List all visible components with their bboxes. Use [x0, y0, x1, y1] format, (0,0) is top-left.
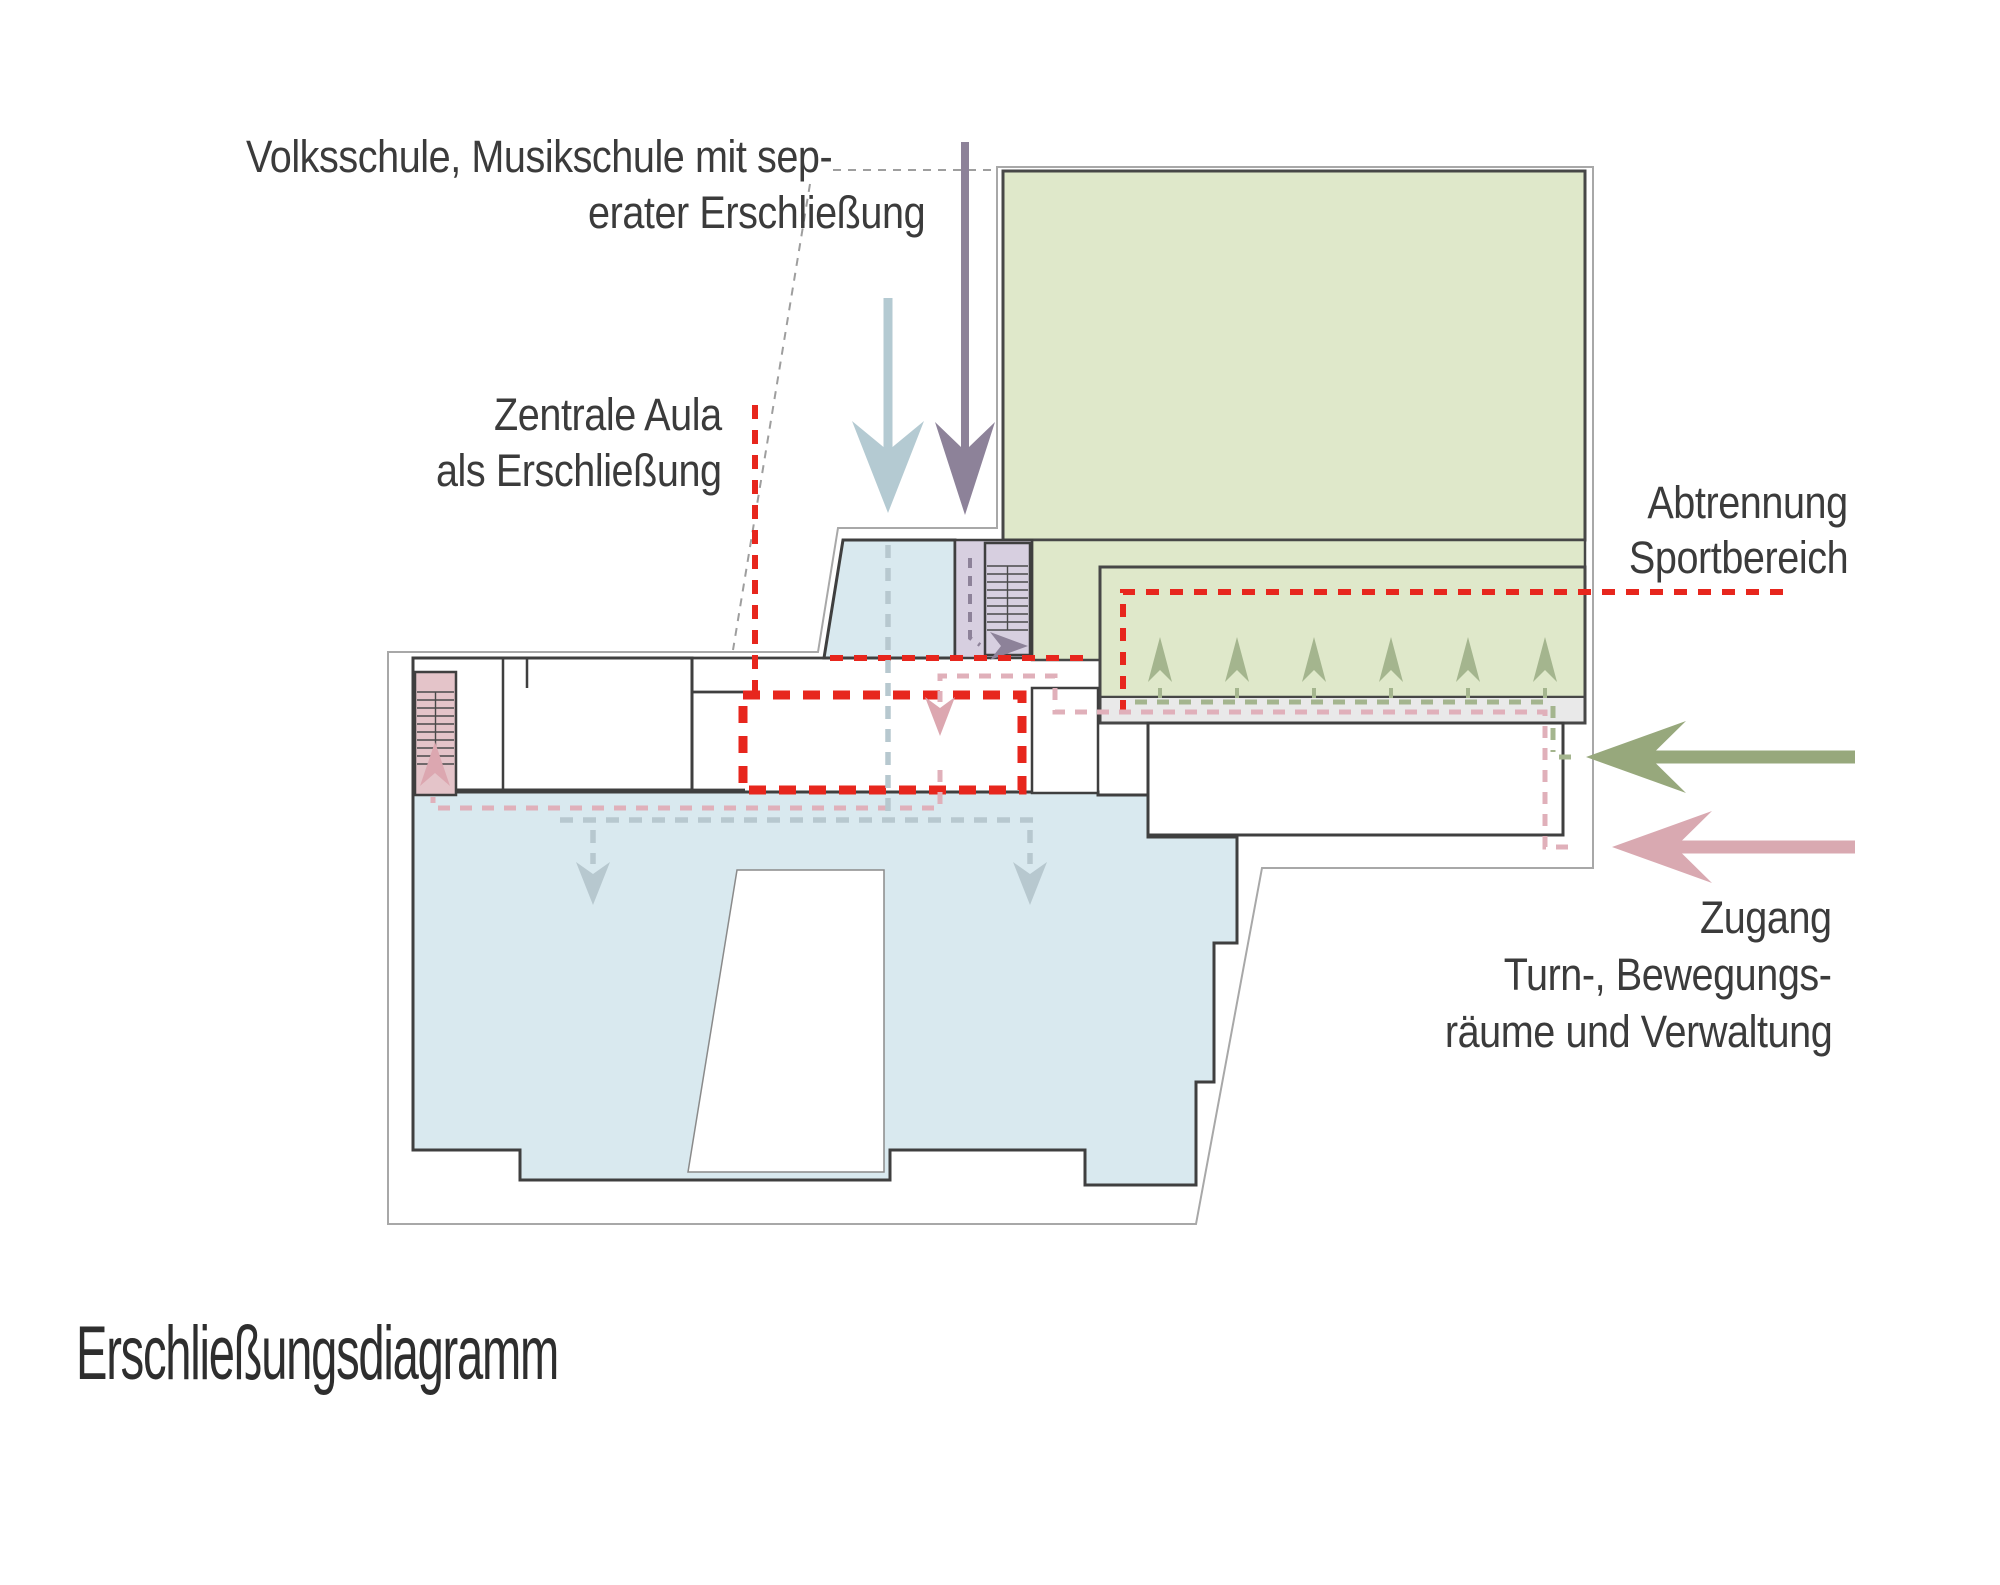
pink-arrow-down-icon — [925, 697, 955, 736]
label-aula-line2: als Erschließung — [436, 445, 722, 496]
diagram-title: Erschließungsdiagramm — [76, 1311, 559, 1396]
stair-arrow-up-icon — [420, 742, 450, 786]
route-pink — [430, 673, 1568, 850]
sage-route-corridor — [1135, 699, 1578, 760]
sage-arrow-up-icon — [1225, 637, 1249, 682]
label-volksschule-line2: erater Erschließung — [587, 187, 926, 238]
hall-walls — [690, 656, 825, 792]
left-rooms-walls — [501, 658, 529, 790]
purple-route-entry — [968, 558, 982, 647]
entrance-arrow-green-left — [1586, 721, 1855, 793]
label-zugang-line1: Zugang — [1700, 892, 1832, 943]
sage-arrow-up-icon — [1533, 637, 1557, 682]
sage-arrow-up-icon — [1456, 637, 1480, 682]
green-main-block — [1001, 169, 1587, 542]
label-volksschule-line1: Volksschule, Musikschule mit sep- — [245, 131, 833, 182]
sage-arrow-up-icon — [1379, 637, 1403, 682]
route-bluegray — [560, 545, 1047, 905]
route-sage — [1135, 637, 1578, 760]
stairwell-pink — [413, 670, 458, 797]
label-zugang-line2: Turn-, Bewegungs- — [1504, 949, 1832, 1000]
pink-route-corridor — [937, 673, 1568, 850]
entrance-arrows — [852, 142, 1855, 883]
sage-arrow-up-icon — [1302, 637, 1326, 682]
entrance-arrow-purple-down — [935, 142, 995, 515]
label-abtrennung-line2: Sportbereich — [1628, 532, 1849, 583]
stair-arrow-right-icon — [990, 632, 1028, 660]
red-line-sport-separation — [1120, 589, 1783, 718]
bluegray-route-drops — [590, 830, 1033, 864]
entrance-arrow-blue-down — [852, 298, 924, 513]
entrance-arrow-pink-left — [1612, 811, 1855, 883]
room-right-of-hall — [1030, 686, 1100, 795]
pink-route-hall-to-stair — [430, 770, 943, 811]
bluegray-arrow-down-icon — [1013, 862, 1047, 905]
bluegray-arrow-down-icon — [576, 862, 610, 905]
sage-arrow-up-icon — [1148, 637, 1172, 682]
courtyard — [687, 869, 885, 1173]
routes-red-separation — [738, 405, 1783, 795]
zone-sport-school — [1001, 169, 1587, 725]
sage-arrow-stubs — [1158, 688, 1547, 698]
stairwell-purple — [983, 541, 1032, 660]
site-boundary — [387, 166, 1594, 1225]
left-rooms-block — [411, 656, 694, 792]
label-abtrennung-line1: Abtrennung — [1647, 477, 1849, 528]
label-aula-line1: Zentrale Aula — [494, 389, 722, 440]
red-box-central-hall — [738, 690, 1027, 795]
label-zugang-line3: räume und Verwaltung — [1444, 1006, 1833, 1057]
stair-treads-purple — [987, 565, 1028, 631]
room-right-wing — [1146, 721, 1565, 837]
sage-arrows-up — [1148, 637, 1557, 682]
leader-volksschule-diagonal — [732, 183, 811, 651]
